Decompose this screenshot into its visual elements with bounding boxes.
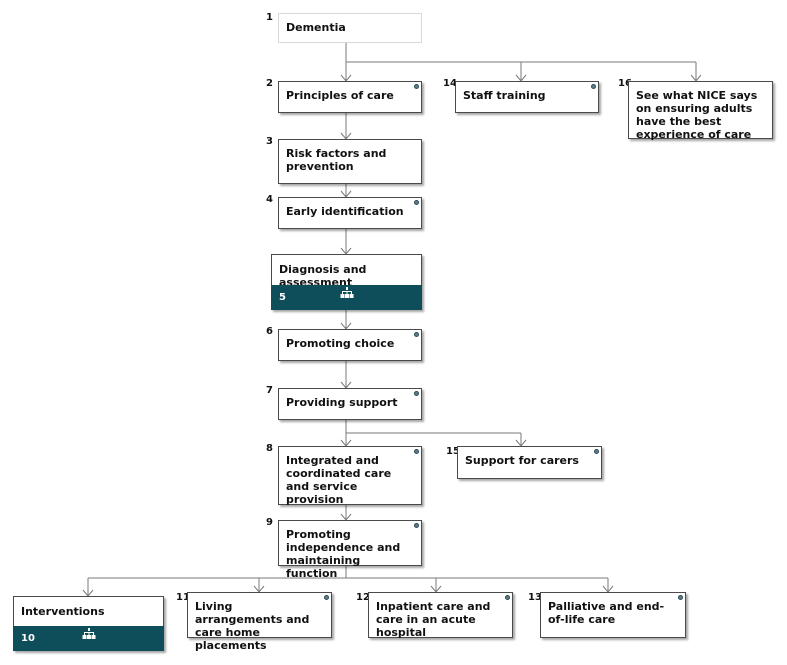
dot-icon bbox=[324, 595, 329, 600]
node-label-staff-training: Staff training bbox=[463, 89, 546, 102]
hierarchy-icon bbox=[82, 628, 95, 639]
hierarchy-icon bbox=[340, 287, 353, 298]
node-interventions[interactable]: Interventions 10 bbox=[13, 596, 164, 651]
node-label-early-identification: Early identification bbox=[286, 205, 404, 218]
node-number-3: 3 bbox=[266, 136, 273, 147]
expand-band[interactable]: 10 bbox=[13, 626, 164, 651]
dot-icon bbox=[678, 595, 683, 600]
node-label-providing-support: Providing support bbox=[286, 396, 398, 409]
node-label-palliative-care: Palliative and end-of-life care bbox=[548, 600, 665, 626]
node-number-6: 6 bbox=[266, 326, 273, 337]
dot-icon bbox=[414, 332, 419, 337]
node-living-arrangements[interactable]: Living arrangements and care home placem… bbox=[187, 592, 332, 652]
node-staff-training[interactable]: Staff training bbox=[455, 81, 599, 113]
node-support-for-carers[interactable]: Support for carers bbox=[457, 446, 602, 479]
node-inpatient-care[interactable]: Inpatient care and care in an acute hosp… bbox=[368, 592, 513, 639]
node-label-risk-factors-and-prevention: Risk factors and prevention bbox=[286, 147, 387, 173]
node-dementia[interactable]: Dementia bbox=[278, 13, 422, 43]
node-promoting-choice[interactable]: Promoting choice bbox=[278, 329, 422, 361]
node-label-inpatient-care: Inpatient care and care in an acute hosp… bbox=[376, 600, 491, 639]
node-number-11: 11 bbox=[176, 592, 190, 603]
dot-icon bbox=[414, 523, 419, 528]
node-number-14: 14 bbox=[443, 78, 457, 89]
node-see-what-nice-says[interactable]: See what NICE says on ensuring adults ha… bbox=[628, 81, 773, 141]
node-label-see-what-nice-says: See what NICE says on ensuring adults ha… bbox=[636, 89, 758, 141]
node-number-5: 5 bbox=[279, 292, 286, 303]
node-number-10: 10 bbox=[21, 633, 35, 644]
node-number-4: 4 bbox=[266, 194, 273, 205]
dot-icon bbox=[505, 595, 510, 600]
node-number-2: 2 bbox=[266, 78, 273, 89]
node-palliative-care[interactable]: Palliative and end-of-life care bbox=[540, 592, 686, 638]
node-number-1: 1 bbox=[266, 12, 273, 23]
node-label-principles-of-care: Principles of care bbox=[286, 89, 394, 102]
node-number-16: 16 bbox=[618, 78, 632, 89]
node-promoting-independence[interactable]: Promoting independence and maintaining f… bbox=[278, 520, 422, 580]
node-number-12: 12 bbox=[356, 592, 370, 603]
dot-icon bbox=[414, 449, 419, 454]
node-label-promoting-independence: Promoting independence and maintaining f… bbox=[286, 528, 401, 580]
node-risk-factors-and-prevention[interactable]: Risk factors and prevention bbox=[278, 139, 422, 184]
node-label-dementia: Dementia bbox=[286, 21, 346, 34]
dot-icon bbox=[414, 84, 419, 89]
node-early-identification[interactable]: Early identification bbox=[278, 197, 422, 229]
node-label-interventions: Interventions bbox=[21, 605, 105, 618]
node-providing-support[interactable]: Providing support bbox=[278, 388, 422, 420]
node-label-promoting-choice: Promoting choice bbox=[286, 337, 395, 350]
dot-icon bbox=[414, 391, 419, 396]
node-number-8: 8 bbox=[266, 443, 273, 454]
dot-icon bbox=[414, 200, 419, 205]
node-number-7: 7 bbox=[266, 385, 273, 396]
node-number-15: 15 bbox=[446, 446, 460, 457]
node-diagnosis-and-assessment[interactable]: Diagnosis and assessment 5 bbox=[271, 254, 422, 310]
dot-icon bbox=[591, 84, 596, 89]
expand-band[interactable]: 5 bbox=[271, 285, 422, 310]
node-number-13: 13 bbox=[528, 592, 542, 603]
node-principles-of-care[interactable]: Principles of care bbox=[278, 81, 422, 113]
node-label-support-for-carers: Support for carers bbox=[465, 454, 579, 467]
node-label-integrated-and-coordinated-care: Integrated and coordinated care and serv… bbox=[286, 454, 392, 506]
node-integrated-and-coordinated-care[interactable]: Integrated and coordinated care and serv… bbox=[278, 446, 422, 506]
node-number-9: 9 bbox=[266, 517, 273, 528]
node-label-living-arrangements: Living arrangements and care home placem… bbox=[195, 600, 310, 652]
dot-icon bbox=[594, 449, 599, 454]
